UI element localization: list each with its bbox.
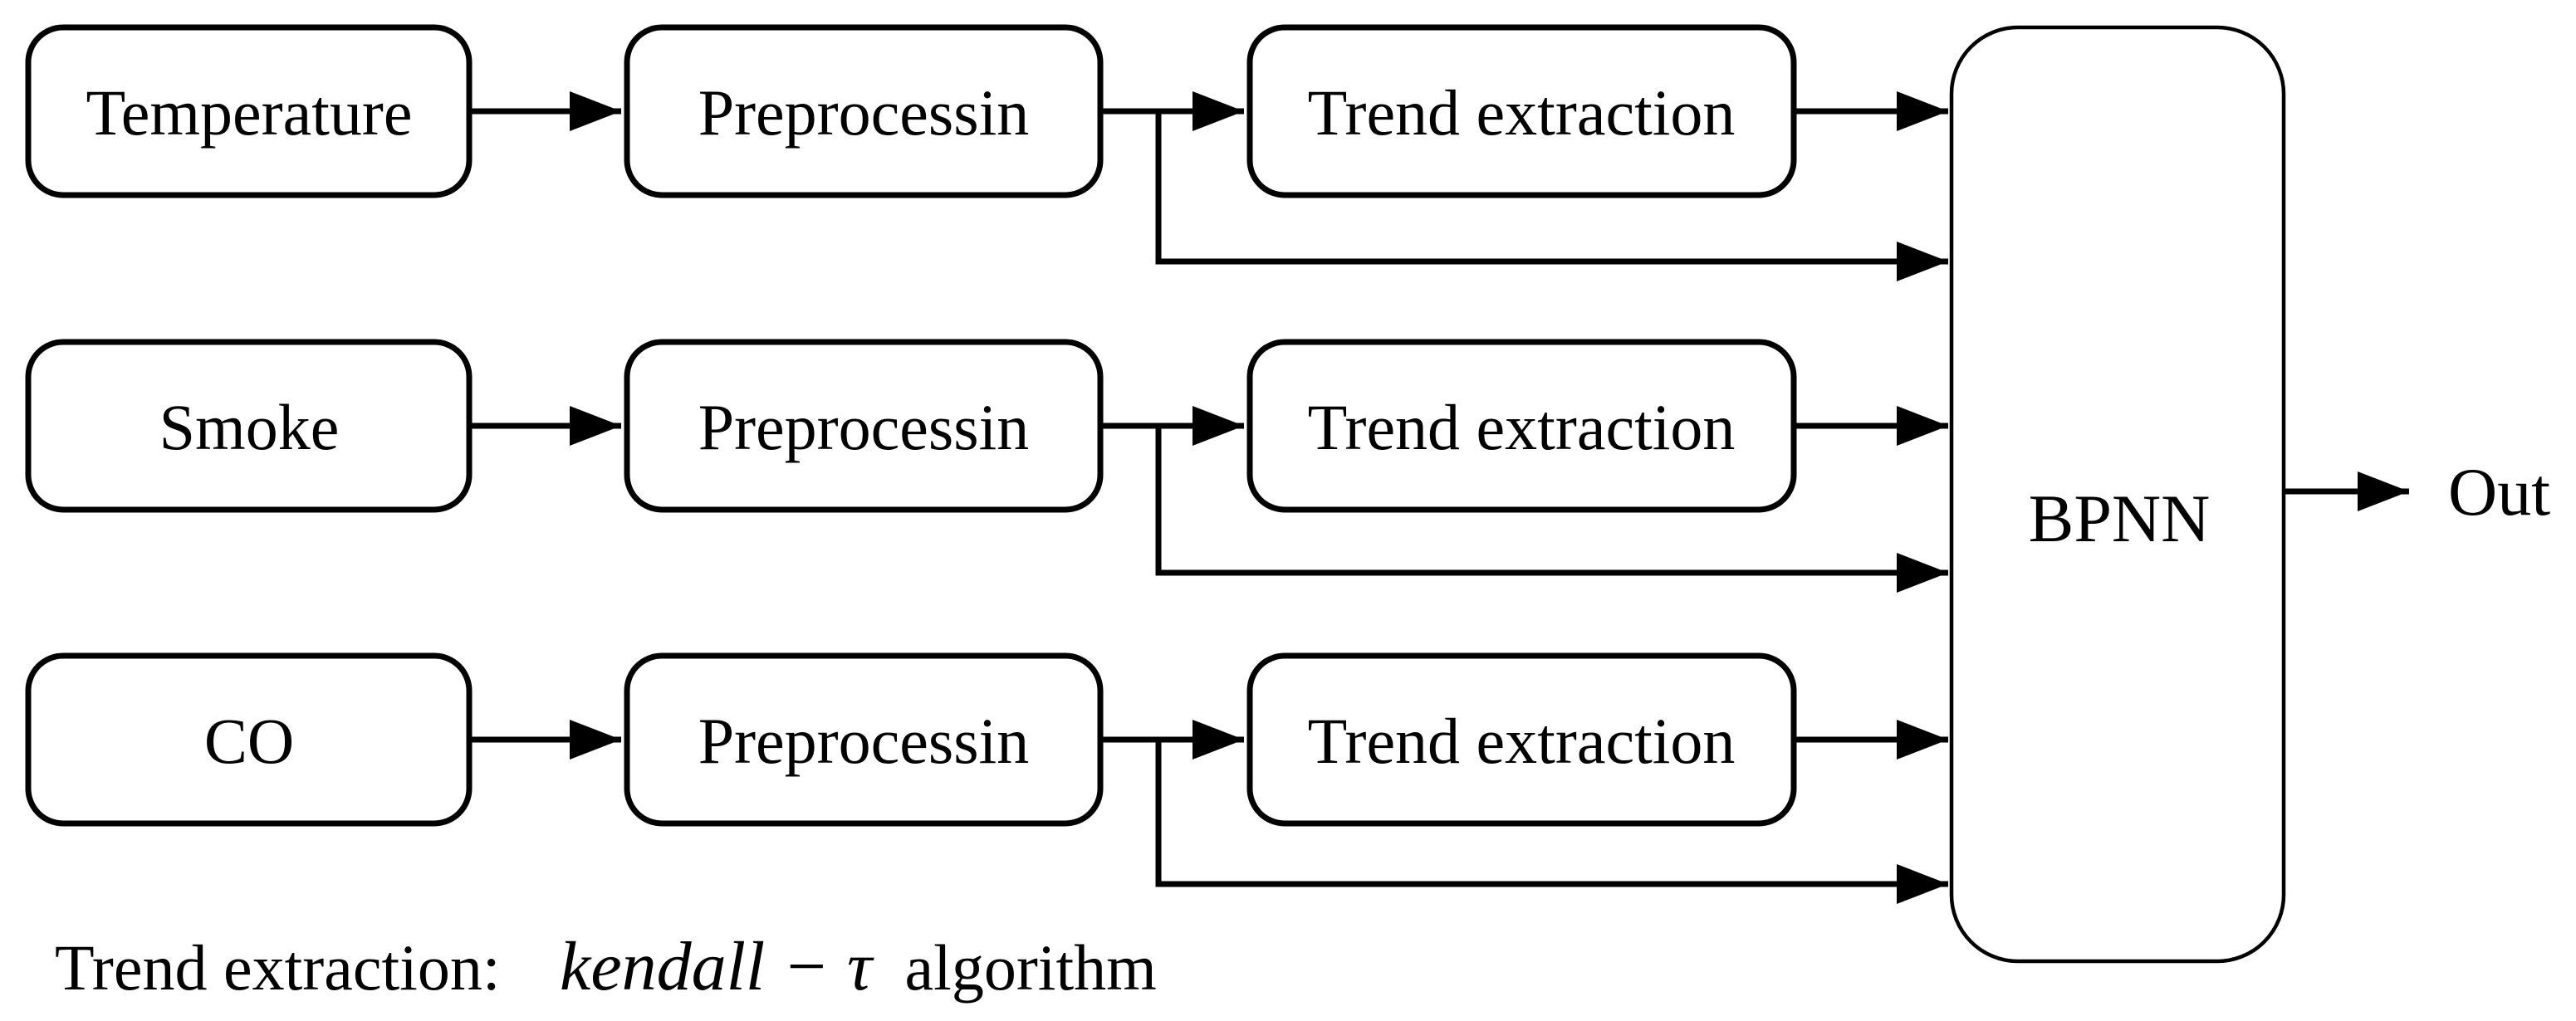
arrow-preprocess2-bypass-to-bpnn <box>1155 426 1948 593</box>
node-trend2-box <box>1246 339 1797 513</box>
row-co: CO Preprocessin Trend extraction <box>25 652 1948 904</box>
node-trend3-label: Trend extraction <box>1308 705 1736 777</box>
arrow-preprocess3-bypass-to-bpnn <box>1155 740 1948 904</box>
node-preprocess1-label: Preprocessin <box>698 76 1030 149</box>
output-label: Out <box>2448 454 2550 530</box>
node-trend3-box <box>1246 652 1797 827</box>
output-group: Out <box>2284 454 2550 530</box>
node-bpnn-label: BPNN <box>2029 481 2211 556</box>
node-preprocess2-label: Preprocessin <box>698 391 1030 463</box>
caption: Trend extraction: kendall − τ algorithm <box>55 928 1157 1005</box>
node-bpnn: BPNN <box>1949 25 2286 964</box>
arrow-preprocess1-bypass-to-bpnn <box>1155 111 1948 281</box>
row-smoke: Smoke Preprocessin Trend extraction <box>25 339 1948 593</box>
node-trend2-label: Trend extraction <box>1308 391 1736 463</box>
node-temperature-box <box>25 24 473 198</box>
caption-prefix: Trend extraction: <box>55 931 501 1004</box>
caption-suffix: algorithm <box>905 931 1157 1004</box>
node-temperature-label: Temperature <box>86 76 413 149</box>
node-smoke-label: Smoke <box>159 391 340 463</box>
node-preprocess2-box <box>624 339 1104 513</box>
node-preprocess1-box <box>624 24 1104 198</box>
caption-formula: kendall − τ <box>560 928 874 1005</box>
node-co-box <box>25 652 473 827</box>
node-trend1-label: Trend extraction <box>1308 76 1736 149</box>
node-co-label: CO <box>204 705 294 777</box>
node-trend1-box <box>1246 24 1797 198</box>
row-temperature: Temperature Preprocessin Trend extractio… <box>25 24 1948 281</box>
node-preprocess3-label: Preprocessin <box>698 705 1030 777</box>
node-preprocess3-box <box>624 652 1104 827</box>
node-smoke-box <box>25 339 473 513</box>
